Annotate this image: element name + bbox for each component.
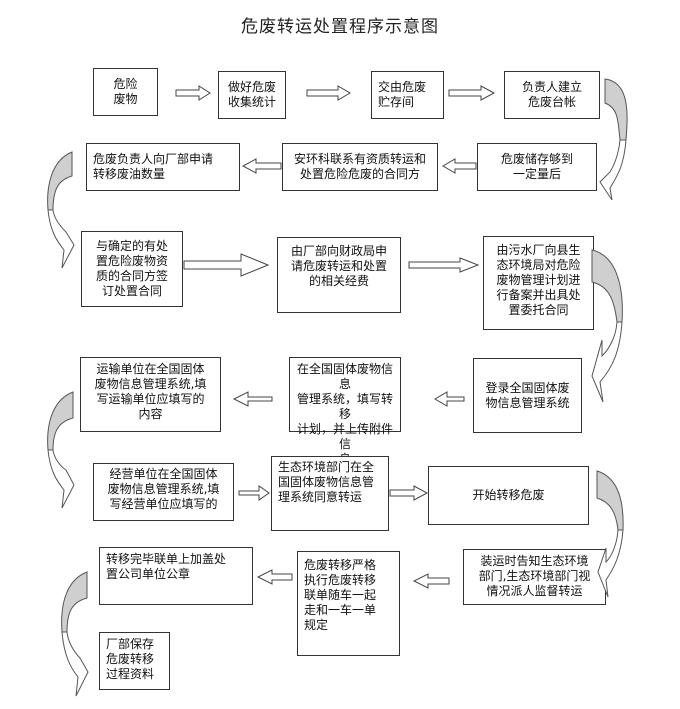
step-20-archive-records: 厂部保存 危废转移 过程资料 xyxy=(99,632,170,690)
step-text: 危险 废物 xyxy=(113,77,138,106)
arrow-right-15-16 xyxy=(389,485,429,501)
step-text: 由污水厂向县生 态环境局对危险 废物管理计划进 行备案并出具处 置委托合同 xyxy=(496,243,581,317)
step-2-collect-statistics: 做好危废 收集统计 xyxy=(218,71,286,119)
step-15-env-dept-approve: 生态环境部门在全 国固体废物信息管 理系统同意转运 xyxy=(271,456,389,531)
step-10-filing-entrust-contract: 由污水厂向县生 态环境局对危险 废物管理计划进 行备案并出具处 置委托合同 xyxy=(483,236,594,330)
step-text: 生态环境部门在全 国固体废物信息管 理系统同意转运 xyxy=(278,460,375,504)
step-16-start-transfer: 开始转移危废 xyxy=(428,466,589,525)
step-9-apply-funding: 由厂部向财政局申 请危废转运和处置 的相关经费 xyxy=(277,237,401,313)
arrow-left-17-18 xyxy=(412,573,450,589)
step-6-contact-contractor: 安环科联系有资质转运和 处置危险危废的合同方 xyxy=(282,143,438,191)
step-17-notify-env-dept: 装运时告知生态环境 部门,生态环境部门视 情况派人监督转运 xyxy=(463,549,606,605)
step-4-ledger: 负责人建立 危废台帐 xyxy=(504,71,600,119)
arrow-left-5-6 xyxy=(442,158,477,174)
arrow-left-12-13 xyxy=(232,391,273,407)
step-text: 危废转移严格 执行危废转移 联单随车一起 走和一车一单 规定 xyxy=(304,558,377,632)
step-5-stored-enough: 危废储存够到 一定量后 xyxy=(477,143,597,191)
curved-arrow-7-8 xyxy=(47,151,75,269)
step-text: 开始转移危废 xyxy=(472,488,545,502)
step-11-login-system: 登录全国固体废 物信息管理系统 xyxy=(473,358,582,433)
step-text: 运输单位在全国固体 废物信息管理系统,填 写运输单位应填写的 内容 xyxy=(94,362,207,421)
step-7-apply-transfer-quantity: 危废负责人向厂部申请 转移废油数量 xyxy=(86,143,240,191)
step-text: 由厂部向财政局申 请危废转运和处置 的相关经费 xyxy=(290,244,387,288)
step-14-operator-unit-fill: 经营单位在全国固体 废物信息管理系统,填 写经营单位应填写的 xyxy=(93,463,234,521)
step-3-storage-room: 交由危废 贮存间 xyxy=(371,71,444,119)
step-text: 安环科联系有资质转运和 处置危险危废的合同方 xyxy=(293,152,426,181)
step-12-fill-transfer-plan: 在全国固体废物信息 管理系统，填写转移 计划，并上传附件信 息 xyxy=(289,357,401,466)
arrow-right-3-4 xyxy=(448,85,496,101)
step-1-hazardous-waste: 危险 废物 xyxy=(93,68,158,116)
step-text: 在全国固体废物信息 管理系统，填写转移 计划，并上传附件信 息 xyxy=(296,362,393,466)
curved-arrow-10-11 xyxy=(591,249,623,403)
step-19-stamp-manifest: 转移完毕联单上加盖处 置公司单位公章 xyxy=(99,547,253,605)
step-text: 经营单位在全国固体 废物信息管理系统,填 写经营单位应填写的 xyxy=(107,467,220,511)
arrow-right-2-3 xyxy=(306,85,351,101)
step-8-sign-contract: 与确定的有处 置危险废物资 质的合同方签 订处置合同 xyxy=(81,231,183,307)
step-text: 做好危废 收集统计 xyxy=(227,80,276,109)
step-text: 转移完毕联单上加盖处 置公司单位公章 xyxy=(106,552,227,581)
arrow-right-8-9 xyxy=(183,253,270,277)
step-text: 危废储存够到 一定量后 xyxy=(500,152,573,181)
arrow-right-14-15 xyxy=(238,485,270,501)
curved-arrow-19-20 xyxy=(61,571,89,697)
step-18-manifest-rule: 危废转移严格 执行危废转移 联单随车一起 走和一车一单 规定 xyxy=(297,551,400,656)
arrow-right-1-2 xyxy=(175,85,211,101)
step-13-transport-unit-fill: 运输单位在全国固体 废物信息管理系统,填 写运输单位应填写的 内容 xyxy=(80,357,221,432)
step-text: 危废负责人向厂部申请 转移废油数量 xyxy=(93,152,214,181)
step-text: 交由危废 贮存间 xyxy=(378,80,427,109)
arrow-left-18-19 xyxy=(256,569,293,585)
step-text: 负责人建立 危废台帐 xyxy=(521,80,582,109)
arrow-left-6-7 xyxy=(241,158,282,174)
arrow-left-11-12 xyxy=(434,391,465,407)
arrow-right-9-10 xyxy=(408,257,480,273)
step-text: 装运时告知生态环境 部门,生态环境部门视 情况派人监督转运 xyxy=(478,554,591,598)
step-text: 厂部保存 危废转移 过程资料 xyxy=(106,637,155,681)
step-text: 登录全国固体废 物信息管理系统 xyxy=(485,380,570,410)
curved-arrow-13-14 xyxy=(47,391,75,509)
curved-arrow-4-5 xyxy=(599,78,628,201)
diagram-title: 危废转运处置程序示意图 xyxy=(241,17,439,37)
step-text: 与确定的有处 置危险废物资 质的合同方签 订处置合同 xyxy=(95,239,168,298)
